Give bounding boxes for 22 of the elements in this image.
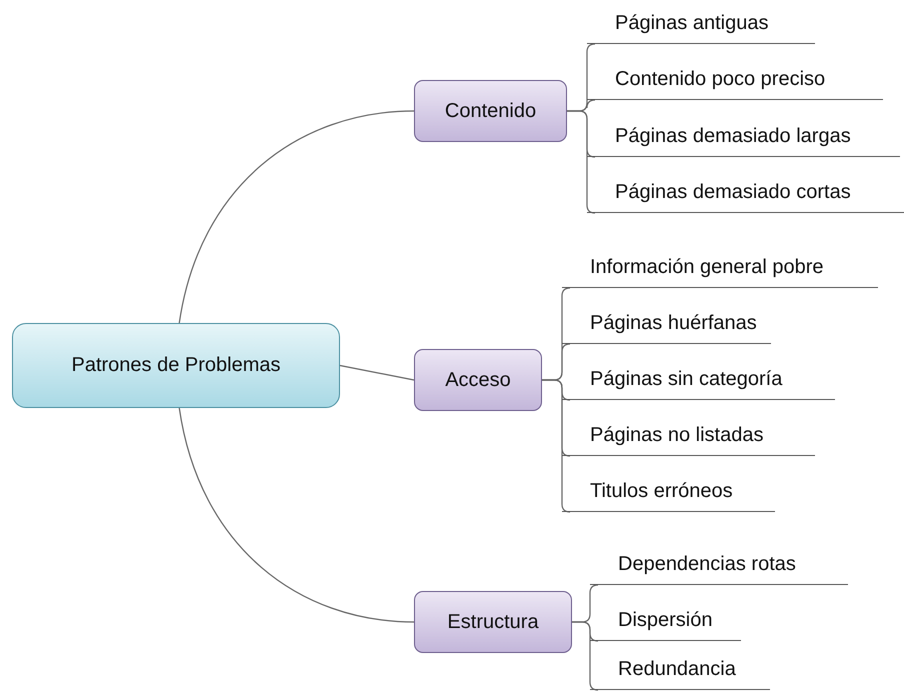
subtopic-item: Páginas no listadas — [562, 420, 815, 456]
topic-box: Acceso — [414, 349, 542, 411]
subtopic-item: Contenido poco preciso — [587, 64, 883, 100]
connector-line — [340, 364, 414, 381]
topic-box: Estructura — [414, 591, 572, 653]
subtopic-item: Páginas sin categoría — [562, 364, 835, 400]
central-topic-box: Patrones de Problemas — [12, 323, 340, 408]
connector-line — [542, 379, 570, 513]
subtopic-item: Redundancia — [590, 654, 770, 690]
subtopic-item: Dependencias rotas — [590, 549, 848, 585]
connector-line — [572, 621, 598, 691]
connector-line — [178, 408, 414, 623]
subtopic-item: Información general pobre — [562, 252, 878, 288]
subtopic-item: Páginas demasiado cortas — [587, 177, 904, 213]
connector-line — [178, 110, 414, 324]
subtopic-item: Titulos erróneos — [562, 476, 775, 512]
subtopic-item: Dispersión — [590, 605, 741, 641]
subtopic-item: Páginas antiguas — [587, 8, 815, 44]
topic-box: Contenido — [414, 80, 567, 142]
connector-line — [567, 110, 596, 214]
subtopic-item: Páginas huérfanas — [562, 308, 771, 344]
subtopic-item: Páginas demasiado largas — [587, 121, 900, 157]
